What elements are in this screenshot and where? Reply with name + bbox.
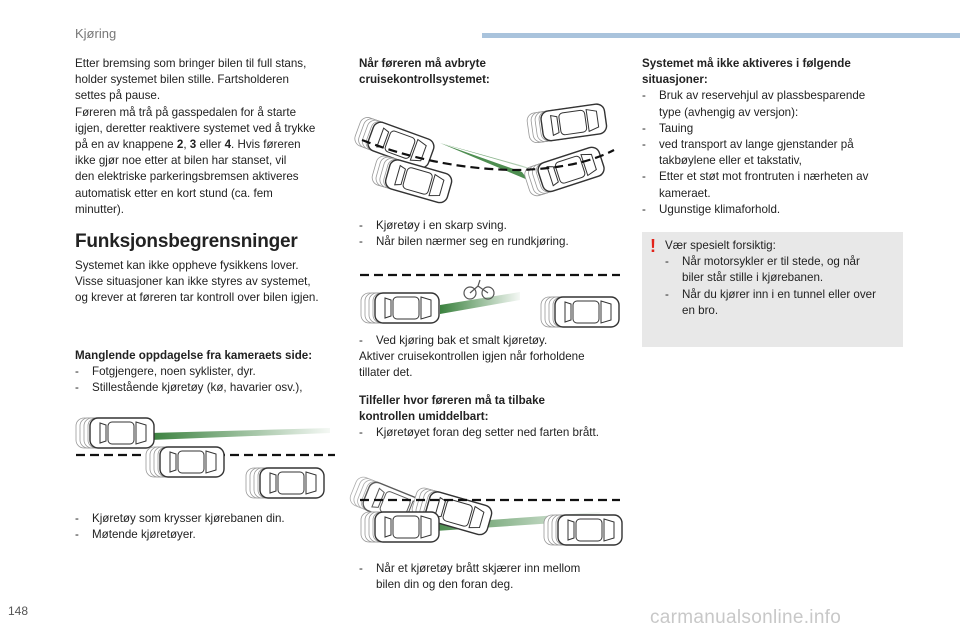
warning-intro: Vær spesielt forsiktig: [665, 239, 776, 252]
takeover-title-1: Tilfeller hvor føreren må ta tilbake [359, 394, 545, 407]
notactive-block: Systemet må ikke aktiveres i følgende si… [642, 56, 902, 218]
behind-note-2: tillater det. [359, 366, 413, 380]
crossing-block: -Kjøretøy som krysser kjørebanen din. -M… [75, 511, 345, 543]
button-number-4: 4 [224, 138, 232, 152]
intro-line-9: minutter). [75, 202, 124, 216]
crossing-item-2: -Møtende kjøretøyer. [75, 528, 196, 542]
interrupt-item-1: -Kjøretøy i en skarp sving. [359, 219, 507, 232]
header-bar [482, 33, 960, 38]
warning-exclamation-icon: ! [650, 236, 656, 256]
camera-block: Manglende oppdagelse fra kameraets side:… [75, 348, 345, 397]
takeover-block: Tilfeller hvor føreren må ta tilbake kon… [359, 393, 629, 442]
page-number: 148 [8, 604, 29, 618]
behind-block: -Ved kjøring bak et smalt kjøretøy. Akti… [359, 333, 629, 382]
behind-item-1: -Ved kjøring bak et smalt kjøretøy. [359, 334, 548, 347]
camera-item-2: -Stillestående kjøretøy (kø, havarier os… [75, 381, 303, 395]
intro-buttons-line: på en av knappene 2, 3 eller 4. Hvis før… [75, 138, 301, 152]
crossing-item-1: -Kjøretøy som krysser kjørebanen din. [75, 512, 285, 525]
interrupt-item-2: -Når bilen nærmer seg en rundkjøring. [359, 235, 569, 249]
warning-item-2: -Når du kjører inn i en tunnel eller ove… [665, 287, 876, 317]
interrupt-list: -Kjøretøy i en skarp sving. -Når bilen n… [359, 218, 629, 250]
button-number-2: 2 [176, 138, 184, 152]
limitations-line-1: Systemet kan ikke oppheve fysikkens love… [75, 259, 299, 272]
notactive-title-1: Systemet må ikke aktiveres i følgende [642, 57, 851, 70]
intro-line-3: settes på pause. [75, 89, 161, 103]
behind-note-1: Aktiver cruisekontrollen igjen når forho… [359, 350, 585, 364]
intro-line-6: ikke gjør noe etter at bilen har stanset… [75, 154, 287, 168]
limitations-text: Systemet kan ikke oppheve fysikkens love… [75, 258, 345, 307]
takeover-title-2: kontrollen umiddelbart: [359, 410, 489, 424]
watermark: carmanualsonline.info [650, 607, 842, 628]
notactive-item-5: -Ugunstige klimaforhold. [642, 202, 781, 216]
illustration-cut-in [348, 475, 622, 545]
intro-line-2: holder systemet bilen stille. Fartsholde… [75, 73, 289, 87]
illustration-camera-car-beam [76, 418, 335, 498]
header-section-title: Kjøring [75, 26, 117, 41]
takeover-item-1: -Kjøretøyet foran deg setter ned farten … [359, 426, 599, 440]
column-left: Etter bremsing som bringer bilen til ful… [75, 56, 340, 218]
limitations-line-3: og krever at føreren tar kontroll over b… [75, 291, 319, 305]
illustration-sharp-bend [353, 103, 615, 204]
interrupt-title-2: cruisekontrollsystemet: [359, 73, 490, 87]
intro-line-1: Etter bremsing som bringer bilen til ful… [75, 57, 307, 70]
interrupt-block: Når føreren må avbryte cruisekontrollsys… [359, 56, 624, 88]
section-heading: Funksjonsbegrensninger [75, 231, 298, 252]
interrupt-title-1: Når føreren må avbryte [359, 57, 486, 70]
cutin-block: -Når et kjøretøy brått skjærer inn mello… [359, 561, 629, 593]
intro-line-7: den elektriske parkeringsbremsen aktiver… [75, 170, 299, 184]
limitations-section: Funksjonsbegrensninger [75, 231, 345, 253]
illustration-narrow-vehicle [360, 273, 620, 327]
notactive-item-2: -Tauing [642, 121, 694, 135]
warning-content: Vær spesielt forsiktig: -Når motorsykler… [665, 238, 893, 319]
camera-title: Manglende oppdagelse fra kameraets side: [75, 349, 313, 362]
warning-box: ! Vær spesielt forsiktig: -Når motorsykl… [642, 232, 903, 347]
limitations-line-2: Visse situasjoner kan ikke styres av sys… [75, 275, 311, 289]
notactive-title-2: situasjoner: [642, 73, 708, 87]
notactive-item-4: -Etter et støt mot frontruten i nærheten… [642, 170, 869, 200]
intro-line-8: automatisk etter en kort stund (ca. fem [75, 186, 273, 200]
intro-line-5: igjen, deretter reaktivere systemet ved … [75, 121, 316, 135]
cyclist-icon [463, 279, 495, 300]
cutin-item-1: -Når et kjøretøy brått skjærer inn mello… [359, 562, 581, 592]
camera-item-1: -Fotgjengere, noen syklister, dyr. [75, 365, 256, 379]
intro-line-4: Føreren må trå på gasspedalen for å star… [75, 105, 297, 119]
button-number-3: 3 [189, 138, 197, 152]
